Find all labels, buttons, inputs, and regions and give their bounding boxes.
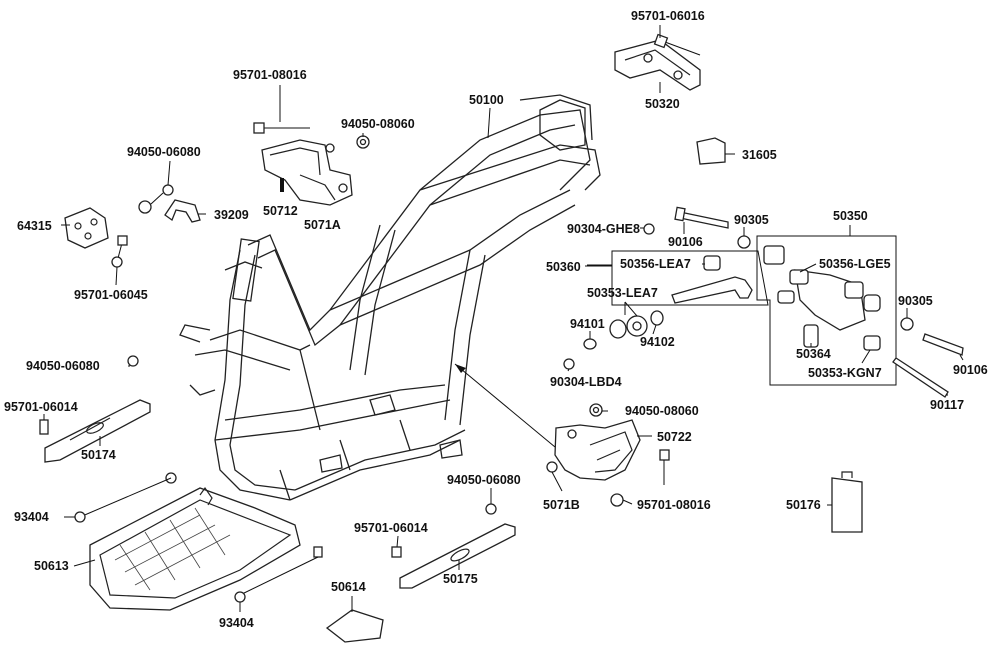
label-94102: 94102 (640, 335, 675, 349)
bracket-50174 (44, 399, 151, 463)
label-50356-LEA7: 50356-LEA7 (620, 257, 691, 271)
nut-94050-08060-top (356, 135, 370, 149)
engine-hanger (763, 245, 881, 351)
label-94050-06080-mid: 94050-06080 (26, 359, 100, 373)
bolt-95701-06045 (111, 235, 128, 268)
label-95701-08016-mid: 95701-08016 (637, 498, 711, 512)
label-95701-08016-top: 95701-08016 (233, 68, 307, 82)
nut-90305-right (900, 317, 914, 331)
label-90305-mid: 90305 (734, 213, 769, 227)
label-50360: 50360 (546, 260, 581, 274)
label-95701-06045: 95701-06045 (74, 288, 148, 302)
label-50712: 50712 (263, 204, 298, 218)
label-50175: 50175 (443, 572, 478, 586)
label-90106-mid: 90106 (668, 235, 703, 249)
label-95701-06014-bottom: 95701-06014 (354, 521, 428, 535)
bolt-95701-06014-bottom (391, 546, 402, 558)
plate-50176 (831, 471, 863, 533)
bolt-93404-top (74, 472, 177, 523)
label-50353-KGN7: 50353-KGN7 (808, 366, 882, 380)
label-50614: 50614 (331, 580, 366, 594)
label-50320: 50320 (645, 97, 680, 111)
label-90305-right: 90305 (898, 294, 933, 308)
plate-31605 (696, 137, 726, 165)
bracket-50175 (399, 523, 516, 589)
label-50174: 50174 (81, 448, 116, 462)
floor-panel-50613 (89, 486, 301, 611)
nut-94050-08060-mid (589, 403, 603, 417)
bracket-50320 (614, 39, 701, 91)
label-50356-LGE5: 50356-LGE5 (819, 257, 891, 271)
bracket-5071B (546, 419, 641, 481)
clip-39209 (164, 199, 201, 223)
nut-90305-mid (737, 235, 751, 249)
nut-90304-LBD4 (563, 358, 575, 370)
label-94050-08060-mid: 94050-08060 (625, 404, 699, 418)
label-50176: 50176 (786, 498, 821, 512)
box-50350 (756, 225, 897, 386)
leader-lines (43, 25, 964, 612)
bushing-set-50353-LEA7 (609, 301, 664, 339)
bolt-95701-06014-left (39, 419, 49, 435)
plate-64315 (64, 207, 109, 249)
label-90304-GHE8: 90304-GHE8 (567, 222, 640, 236)
label-50613: 50613 (34, 559, 69, 573)
bolt-50712 (280, 178, 284, 192)
label-90106-right: 90106 (953, 363, 988, 377)
nut-94050-06080-bottom (485, 503, 497, 515)
washer-94101 (583, 338, 597, 350)
plate-50614 (325, 609, 384, 643)
arrow-to-frame (454, 363, 556, 448)
nut-90304-GHE8 (643, 223, 655, 235)
shaft-90106-right (922, 333, 964, 356)
bolt-95701-08016-mid (610, 449, 670, 507)
label-90304-LBD4: 90304-LBD4 (550, 375, 622, 389)
label-50364: 50364 (796, 347, 831, 361)
main-frame (179, 94, 601, 501)
label-94050-08060-top: 94050-08060 (341, 117, 415, 131)
box-50360 (587, 250, 769, 306)
bolt-93404-bottom (234, 546, 323, 603)
label-95701-06014-left: 95701-06014 (4, 400, 78, 414)
shaft-90117 (892, 357, 949, 398)
link-rod-50360 (671, 276, 753, 304)
nut-94050-06080-left (138, 184, 174, 214)
label-31605: 31605 (742, 148, 777, 162)
bracket-5071A (261, 139, 353, 206)
label-94101: 94101 (570, 317, 605, 331)
label-95701-06016: 95701-06016 (631, 9, 705, 23)
label-93404-bottom: 93404 (219, 616, 254, 630)
label-50353-LEA7: 50353-LEA7 (587, 286, 658, 300)
label-93404-top: 93404 (14, 510, 49, 524)
label-5071B: 5071B (543, 498, 580, 512)
label-39209: 39209 (214, 208, 249, 222)
label-50100: 50100 (469, 93, 504, 107)
label-64315: 64315 (17, 219, 52, 233)
label-90117: 90117 (930, 398, 964, 412)
bolt-95701-08016-top (253, 122, 310, 134)
bushing-50356-LEA7 (703, 255, 721, 271)
part-labels: 95701-06016 50320 31605 95701-08016 9405… (4, 9, 988, 630)
nut-94050-06080-mid (127, 355, 139, 367)
label-94050-06080-left: 94050-06080 (127, 145, 201, 159)
label-50722: 50722 (657, 430, 692, 444)
label-94050-06080-bottom: 94050-06080 (447, 473, 521, 487)
label-5071A: 5071A (304, 218, 341, 232)
bolt-95701-06016 (653, 33, 701, 56)
label-50350: 50350 (833, 209, 868, 223)
shaft-90106-mid (674, 206, 729, 229)
